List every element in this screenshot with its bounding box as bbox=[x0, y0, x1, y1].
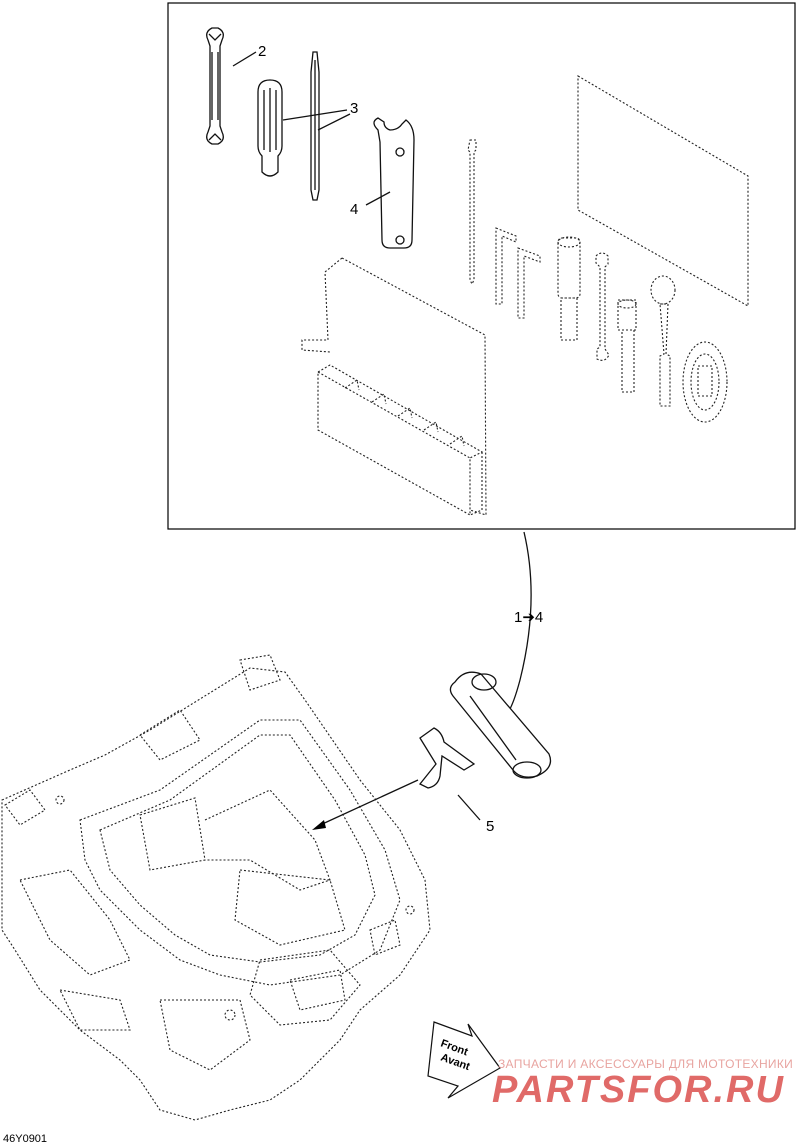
callout-2-leader bbox=[232, 51, 257, 67]
callout-2: 2 bbox=[258, 43, 266, 60]
callout-3-leader-b bbox=[317, 113, 351, 131]
callout-4: 4 bbox=[350, 201, 358, 218]
callout-4-leader bbox=[365, 191, 391, 206]
watermark-logo: PARTSFOR.RU bbox=[492, 1069, 785, 1111]
spark-plug-socket bbox=[617, 299, 637, 393]
allen-keys bbox=[495, 227, 541, 319]
retaining-clip-part-5 bbox=[418, 727, 476, 789]
callout-5-leader bbox=[457, 794, 481, 821]
install-arrow bbox=[312, 779, 419, 830]
safety-lanyard-key bbox=[650, 275, 676, 407]
hull-storage-compartment bbox=[1, 654, 431, 1121]
watermark-tagline: ЗАПЧАСТИ И АКСЕССУАРЫ ДЛЯ МОТОТЕХНИКИ bbox=[498, 1057, 793, 1071]
extension-rod bbox=[467, 139, 477, 286]
callout-3: 3 bbox=[350, 100, 358, 117]
tool-kit-case bbox=[449, 671, 552, 779]
fuse-box-cap bbox=[682, 341, 728, 423]
tool-roll-pouch bbox=[301, 257, 487, 516]
callout-5: 5 bbox=[486, 818, 494, 835]
front-direction-arrow: Front Avant bbox=[427, 1021, 501, 1099]
small-wrench bbox=[595, 252, 610, 361]
inset-leader-line bbox=[504, 531, 532, 717]
spanner-wrench-part-4 bbox=[373, 117, 415, 249]
socket-tool bbox=[557, 236, 581, 341]
screwdriver-part-3 bbox=[257, 51, 320, 201]
callout-3-leader-a bbox=[282, 109, 348, 121]
callout-1-to-4: 1➔4 bbox=[514, 609, 543, 626]
figure-code: 46Y0901 bbox=[3, 1133, 47, 1145]
tool-kit-inset-frame bbox=[167, 2, 796, 530]
open-end-wrench-part-2 bbox=[206, 27, 224, 145]
instruction-sheet bbox=[577, 75, 749, 307]
